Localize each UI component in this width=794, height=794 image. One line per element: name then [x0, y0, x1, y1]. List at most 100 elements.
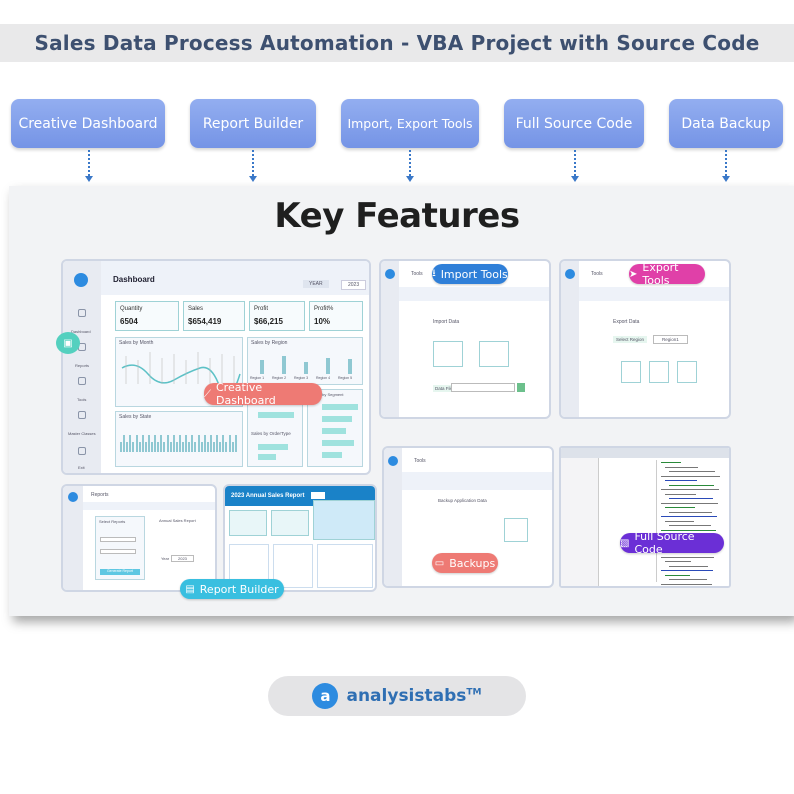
state-bar: [123, 435, 126, 452]
code-line: [665, 520, 694, 522]
export-tile[interactable]: [621, 361, 641, 383]
ordertype-bar: [258, 454, 276, 460]
section-title: Import Data: [433, 319, 460, 325]
project-explorer: [561, 458, 599, 586]
code-line: [661, 462, 681, 463]
import-export-tools-button[interactable]: Import, Export Tools: [341, 99, 479, 148]
tools-label: Tools: [414, 458, 426, 464]
report-control[interactable]: [311, 492, 325, 499]
code-line: [661, 475, 720, 477]
export-tools-badge: ➤Export Tools: [629, 261, 705, 287]
year-input[interactable]: 2023: [171, 555, 194, 562]
select-region-label: Select Region: [613, 336, 648, 343]
sales-by-region-chart: Sales by Region Region 1 Region 2 Region…: [247, 337, 363, 385]
chart-title: Sales by Month: [119, 340, 154, 346]
data-backup-button[interactable]: Data Backup: [669, 99, 783, 148]
full-source-code-button[interactable]: Full Source Code: [504, 99, 644, 148]
trademark: TM: [466, 687, 482, 698]
state-bar: [225, 442, 228, 452]
code-line: [661, 556, 714, 558]
source-code-screenshot: [559, 446, 731, 588]
dashboard-nav-icon[interactable]: [78, 309, 86, 317]
export-tile[interactable]: [649, 361, 669, 383]
logo-text: analysistabs: [346, 686, 467, 706]
state-bar: [175, 442, 178, 452]
backup-tile[interactable]: [504, 518, 528, 542]
chat-icon[interactable]: ▣: [56, 332, 80, 354]
data-file-input[interactable]: [451, 383, 515, 392]
segment-bar: [322, 440, 354, 446]
export-tile[interactable]: [677, 361, 697, 383]
state-bars: [120, 426, 240, 452]
region-bar: [326, 358, 330, 374]
section-title: Backup Application Data: [438, 498, 487, 503]
state-bar: [182, 442, 184, 452]
report-chart: [273, 544, 313, 588]
region-label: Region 1: [250, 376, 265, 380]
exit-nav-icon[interactable]: [78, 447, 86, 455]
down-arrow-icon: [722, 150, 730, 182]
state-bar: [188, 442, 191, 452]
export-tools-screenshot: Tools Export Data Select Region Region1: [559, 259, 731, 419]
state-bar: [172, 435, 175, 452]
creative-dashboard-button[interactable]: Creative Dashboard: [11, 99, 165, 148]
page-banner: Sales Data Process Automation - VBA Proj…: [0, 24, 794, 62]
app-logo-icon: [68, 492, 78, 502]
report-builder-button[interactable]: Report Builder: [190, 99, 316, 148]
year-label: YEAR: [303, 280, 329, 288]
badge-label: Import Tools: [440, 267, 508, 281]
region-bar: [282, 356, 286, 374]
year-label: Year: [161, 556, 170, 561]
banner-title: Sales Data Process Automation - VBA Proj…: [34, 31, 760, 55]
report-dropdown[interactable]: [100, 549, 136, 554]
code-line: [665, 507, 695, 508]
file-code-icon: ▧: [620, 537, 630, 549]
import-sidebar: [381, 261, 399, 417]
segment-bar: [322, 404, 358, 410]
dashboard-header: [101, 261, 369, 295]
reports-screenshot: Reports Select Reports Generate Report A…: [61, 484, 217, 592]
state-bar: [219, 442, 222, 452]
state-bar: [234, 435, 237, 452]
segment-bar: [322, 428, 346, 434]
state-bar: [147, 435, 150, 452]
chart-icon: ⟋: [204, 388, 211, 400]
region-dropdown[interactable]: Region1: [653, 335, 688, 344]
vba-editor: [561, 448, 729, 586]
classes-nav-icon[interactable]: [78, 411, 86, 419]
code-line: [661, 502, 718, 504]
state-bar: [166, 435, 169, 452]
sales-by-state-chart: Sales by State: [115, 411, 243, 467]
kpi-profit: Profit$66,215: [249, 301, 305, 331]
state-bar: [154, 435, 157, 452]
state-bar: [185, 435, 188, 452]
tools-nav-icon[interactable]: [78, 377, 86, 385]
year-dropdown[interactable]: 2023: [341, 280, 367, 290]
key-features-title: Key Features: [274, 196, 520, 236]
ordertype-bar: [258, 412, 294, 418]
state-bar: [197, 435, 200, 452]
browse-button[interactable]: [517, 383, 525, 392]
generate-report-button[interactable]: Generate Report: [100, 569, 140, 575]
region-label: Region 3: [294, 376, 309, 380]
editor-toolbar: [561, 448, 729, 458]
code-line: [665, 480, 697, 481]
down-arrow-icon: [249, 150, 257, 182]
state-bar: [135, 435, 138, 452]
state-bar: [138, 442, 141, 452]
annual-report-screenshot: 2023 Annual Sales Report: [223, 484, 377, 592]
select-reports-label: Select Reports: [99, 519, 126, 524]
import-folder-tile[interactable]: [479, 341, 509, 367]
import-tools-badge: ⭳Import Tools: [432, 264, 508, 284]
import-file-tile[interactable]: [433, 341, 463, 367]
state-bar: [120, 442, 122, 452]
region-bar: [260, 360, 264, 374]
feature-label: Data Backup: [681, 115, 771, 132]
state-bar: [203, 435, 206, 452]
reports-title: Reports: [91, 492, 109, 498]
tools-label: Tools: [411, 271, 423, 277]
code-line: [665, 574, 690, 576]
report-dropdown[interactable]: [100, 537, 136, 542]
ordertype-bar: [258, 444, 288, 450]
down-arrow-icon: [85, 150, 93, 182]
